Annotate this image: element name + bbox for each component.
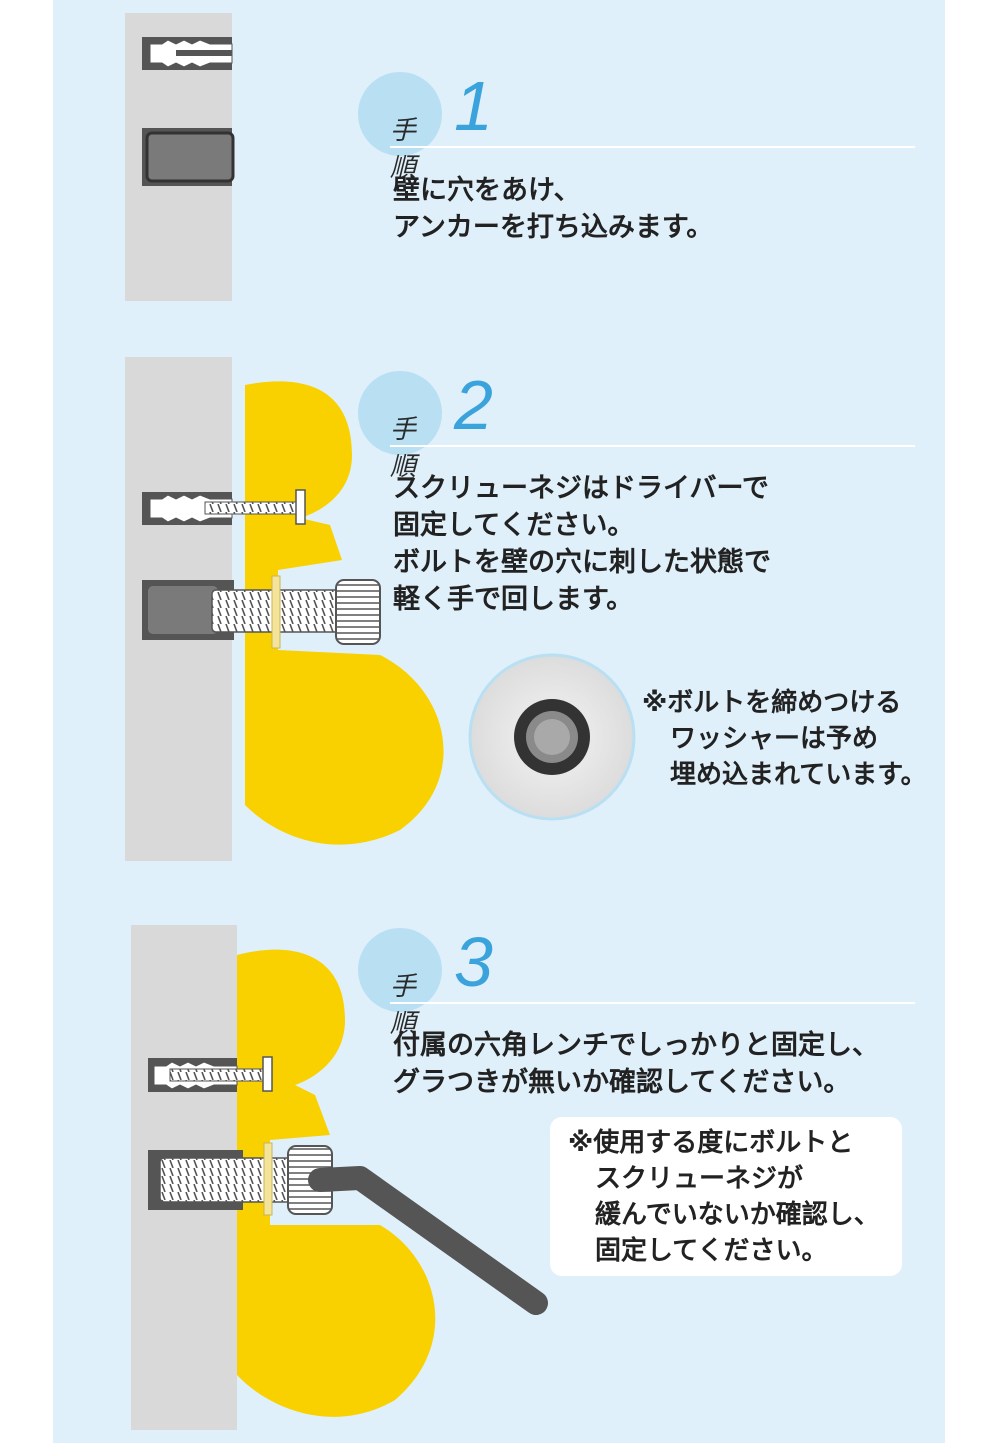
note-line: ワッシャーは予め bbox=[670, 724, 879, 754]
screw-anchor bbox=[142, 489, 306, 525]
step1-text: 壁に穴をあけ、 アンカーを打ち込みます。 bbox=[393, 172, 713, 246]
step-number: 3 bbox=[454, 923, 493, 1001]
note-line: 固定してください。 bbox=[595, 1236, 828, 1266]
step2-note: ※ボルトを締めつける ワッシャーは予め 埋め込まれています。 bbox=[642, 685, 927, 793]
step-bubble bbox=[358, 371, 442, 455]
washer-photo bbox=[468, 653, 636, 821]
text-line: スクリューネジはドライバーで bbox=[393, 473, 769, 504]
step3-note-box bbox=[550, 1117, 902, 1276]
screw-anchor bbox=[148, 1056, 273, 1092]
step-label: 手順 bbox=[390, 116, 419, 183]
divider bbox=[390, 1002, 915, 1004]
text-line: 軽く手で回します。 bbox=[393, 584, 634, 615]
note-line: 埋め込まれています。 bbox=[670, 760, 927, 790]
bolt-hole bbox=[142, 128, 235, 186]
bolt-tightened bbox=[148, 1142, 333, 1216]
step-bubble bbox=[358, 72, 442, 156]
step-number: 1 bbox=[454, 67, 493, 145]
note-line: ※使用する度にボルトと bbox=[568, 1128, 854, 1158]
stool-seat bbox=[237, 949, 436, 1417]
note-line: スクリューネジが bbox=[595, 1164, 804, 1194]
bolt bbox=[142, 575, 381, 649]
hex-wrench bbox=[308, 1166, 548, 1315]
divider bbox=[390, 146, 915, 148]
anchor-plug bbox=[142, 37, 233, 70]
note-line: ※ボルトを締めつける bbox=[642, 688, 902, 718]
divider bbox=[390, 445, 915, 447]
step3-illustration bbox=[131, 925, 548, 1430]
step-label: 手順 bbox=[390, 415, 419, 482]
text-line: 付属の六角レンチでしっかりと固定し、 bbox=[393, 1030, 879, 1061]
step2-text: スクリューネジはドライバーで 固定してください。 ボルトを壁の穴に刺した状態で … bbox=[393, 470, 771, 618]
step2-illustration bbox=[125, 357, 636, 861]
step-number: 2 bbox=[454, 366, 493, 444]
note-line: 緩んでいないか確認し、 bbox=[595, 1200, 880, 1230]
text-line: グラつきが無いか確認してください。 bbox=[393, 1067, 851, 1098]
text-line: 壁に穴をあけ、 bbox=[393, 175, 581, 206]
text-line: アンカーを打ち込みます。 bbox=[393, 212, 714, 243]
text-line: 固定してください。 bbox=[393, 510, 635, 541]
step3-text: 付属の六角レンチでしっかりと固定し、 グラつきが無いか確認してください。 bbox=[393, 1027, 879, 1101]
step3-note: ※使用する度にボルトと スクリューネジが 緩んでいないか確認し、 固定してくださ… bbox=[568, 1125, 880, 1269]
stool-seat bbox=[245, 381, 444, 845]
step-bubble bbox=[358, 928, 442, 1012]
step-label: 手順 bbox=[390, 972, 419, 1039]
text-line: ボルトを壁の穴に刺した状態で bbox=[393, 547, 771, 578]
step1-illustration bbox=[125, 13, 235, 301]
